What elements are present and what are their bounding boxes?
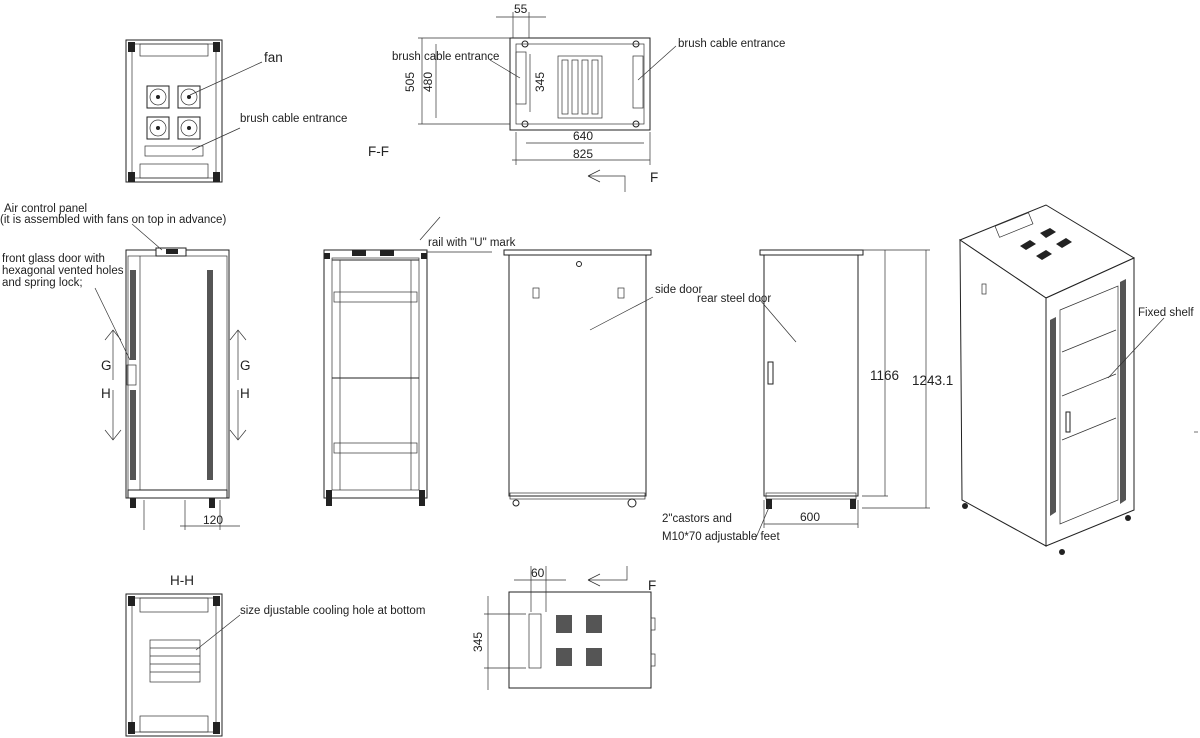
section-ff-view: 55 505 480 345 640 825 brush cable entra… <box>368 2 785 192</box>
castors-label-line1: 2"castors and <box>662 513 732 525</box>
brush-cable-entrance-left-label: brush cable entrance <box>392 51 499 63</box>
dimension-825: 825 <box>573 147 593 161</box>
dimension-55: 55 <box>514 2 528 16</box>
dimension-505: 505 <box>403 72 417 92</box>
side-view: side door <box>503 249 702 508</box>
section-h-marker-right: H <box>240 386 250 401</box>
fan-icon <box>177 85 201 109</box>
brush-cable-entrance-right-label: brush cable entrance <box>678 38 785 50</box>
air-control-panel-label: Air control panel <box>4 203 87 215</box>
section-g-marker-left: G <box>101 358 112 373</box>
section-f-marker-top: F <box>650 170 658 185</box>
frame-view: rail with "U" mark <box>323 216 516 506</box>
dimension-640: 640 <box>573 129 593 143</box>
dimension-120: 120 <box>203 513 223 527</box>
glass-door-label-line3: and spring lock; <box>2 277 83 289</box>
isometric-view: Fixed shelf <box>958 204 1194 555</box>
castors-label-line2: M10*70 adjustable feet <box>662 531 780 543</box>
rear-door-label: rear steel door <box>697 293 771 305</box>
dimension-1243: 1243.1 <box>912 373 953 388</box>
side-door-label: side door <box>655 284 702 296</box>
dimension-345-top: 345 <box>533 72 547 92</box>
glass-door-label-line1: front glass door with <box>2 253 105 265</box>
fan-icon <box>146 85 170 109</box>
front-view: G H G H 120 Air control panel (it is ass… <box>0 203 251 530</box>
cooling-hole-label: size djustable cooling hole at bottom <box>240 605 425 617</box>
fixed-shelf-label: Fixed shelf <box>1138 307 1194 319</box>
section-g-marker-right: G <box>240 358 251 373</box>
section-hh-view: H-H size djustable cooling hole at botto… <box>125 573 425 737</box>
section-f-marker-bottom: F <box>648 578 656 593</box>
section-hh-label: H-H <box>170 573 194 588</box>
dimension-600: 600 <box>800 510 820 524</box>
fan-label: fan <box>264 50 283 65</box>
air-control-panel-note: (it is assembled with fans on top in adv… <box>0 214 226 226</box>
dimension-480: 480 <box>421 72 435 92</box>
brush-cable-entrance-label: brush cable entrance <box>240 113 347 125</box>
dimension-345-bottom: 345 <box>471 632 485 652</box>
dimension-1166: 1166 <box>870 368 899 383</box>
section-ff-label: F-F <box>368 144 389 159</box>
rear-view: rear steel door 1166 1243.1 600 2"castor… <box>662 249 953 543</box>
section-h-marker-left: H <box>101 386 111 401</box>
fan-icon <box>177 116 201 140</box>
dimension-60: 60 <box>531 566 545 580</box>
top-panel-view: 60 345 F <box>471 566 656 690</box>
glass-door-label-line2: hexagonal vented holes <box>2 265 124 277</box>
top-view: fan brush cable entrance <box>125 39 347 183</box>
rail-u-mark-label: rail with "U" mark <box>428 237 516 249</box>
fan-icon <box>146 116 170 140</box>
